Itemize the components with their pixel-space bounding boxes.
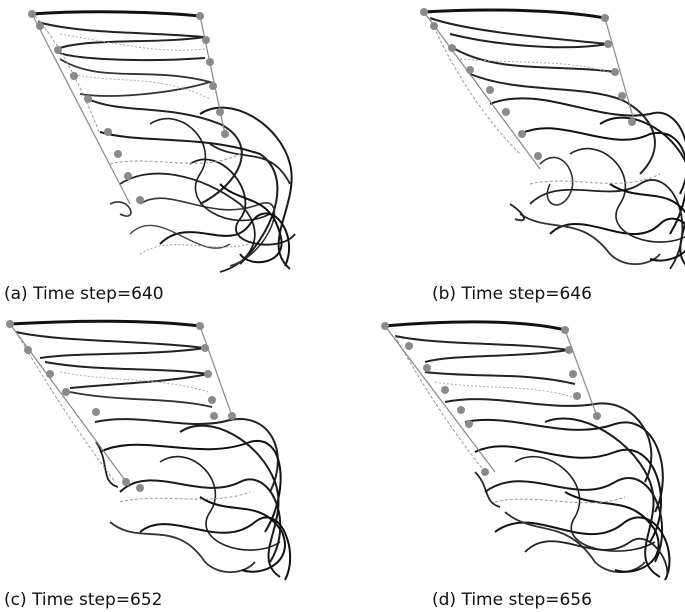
panel-d-figure [381, 320, 671, 581]
panel-b [410, 4, 685, 274]
caption-d: (d) Time step=656 [432, 590, 592, 610]
cloth-strands [384, 320, 671, 581]
cloth-nodes [28, 10, 229, 204]
cloth-strands [423, 8, 685, 270]
panel-c [0, 312, 300, 582]
caption-c: (c) Time step=652 [4, 590, 163, 610]
cloth-nodes [420, 8, 636, 160]
cloth-strands [31, 10, 296, 273]
cloth-strands [9, 319, 292, 581]
panel-b-figure [420, 8, 685, 270]
cloth-nodes [381, 322, 601, 476]
caption-a: (a) Time step=640 [4, 284, 164, 304]
panel-a [0, 4, 300, 274]
caption-b: (b) Time step=646 [432, 284, 592, 304]
panel-c-figure [6, 319, 292, 581]
panel-d [365, 312, 671, 582]
cloth-nodes [6, 320, 236, 492]
panel-a-figure [28, 10, 296, 273]
